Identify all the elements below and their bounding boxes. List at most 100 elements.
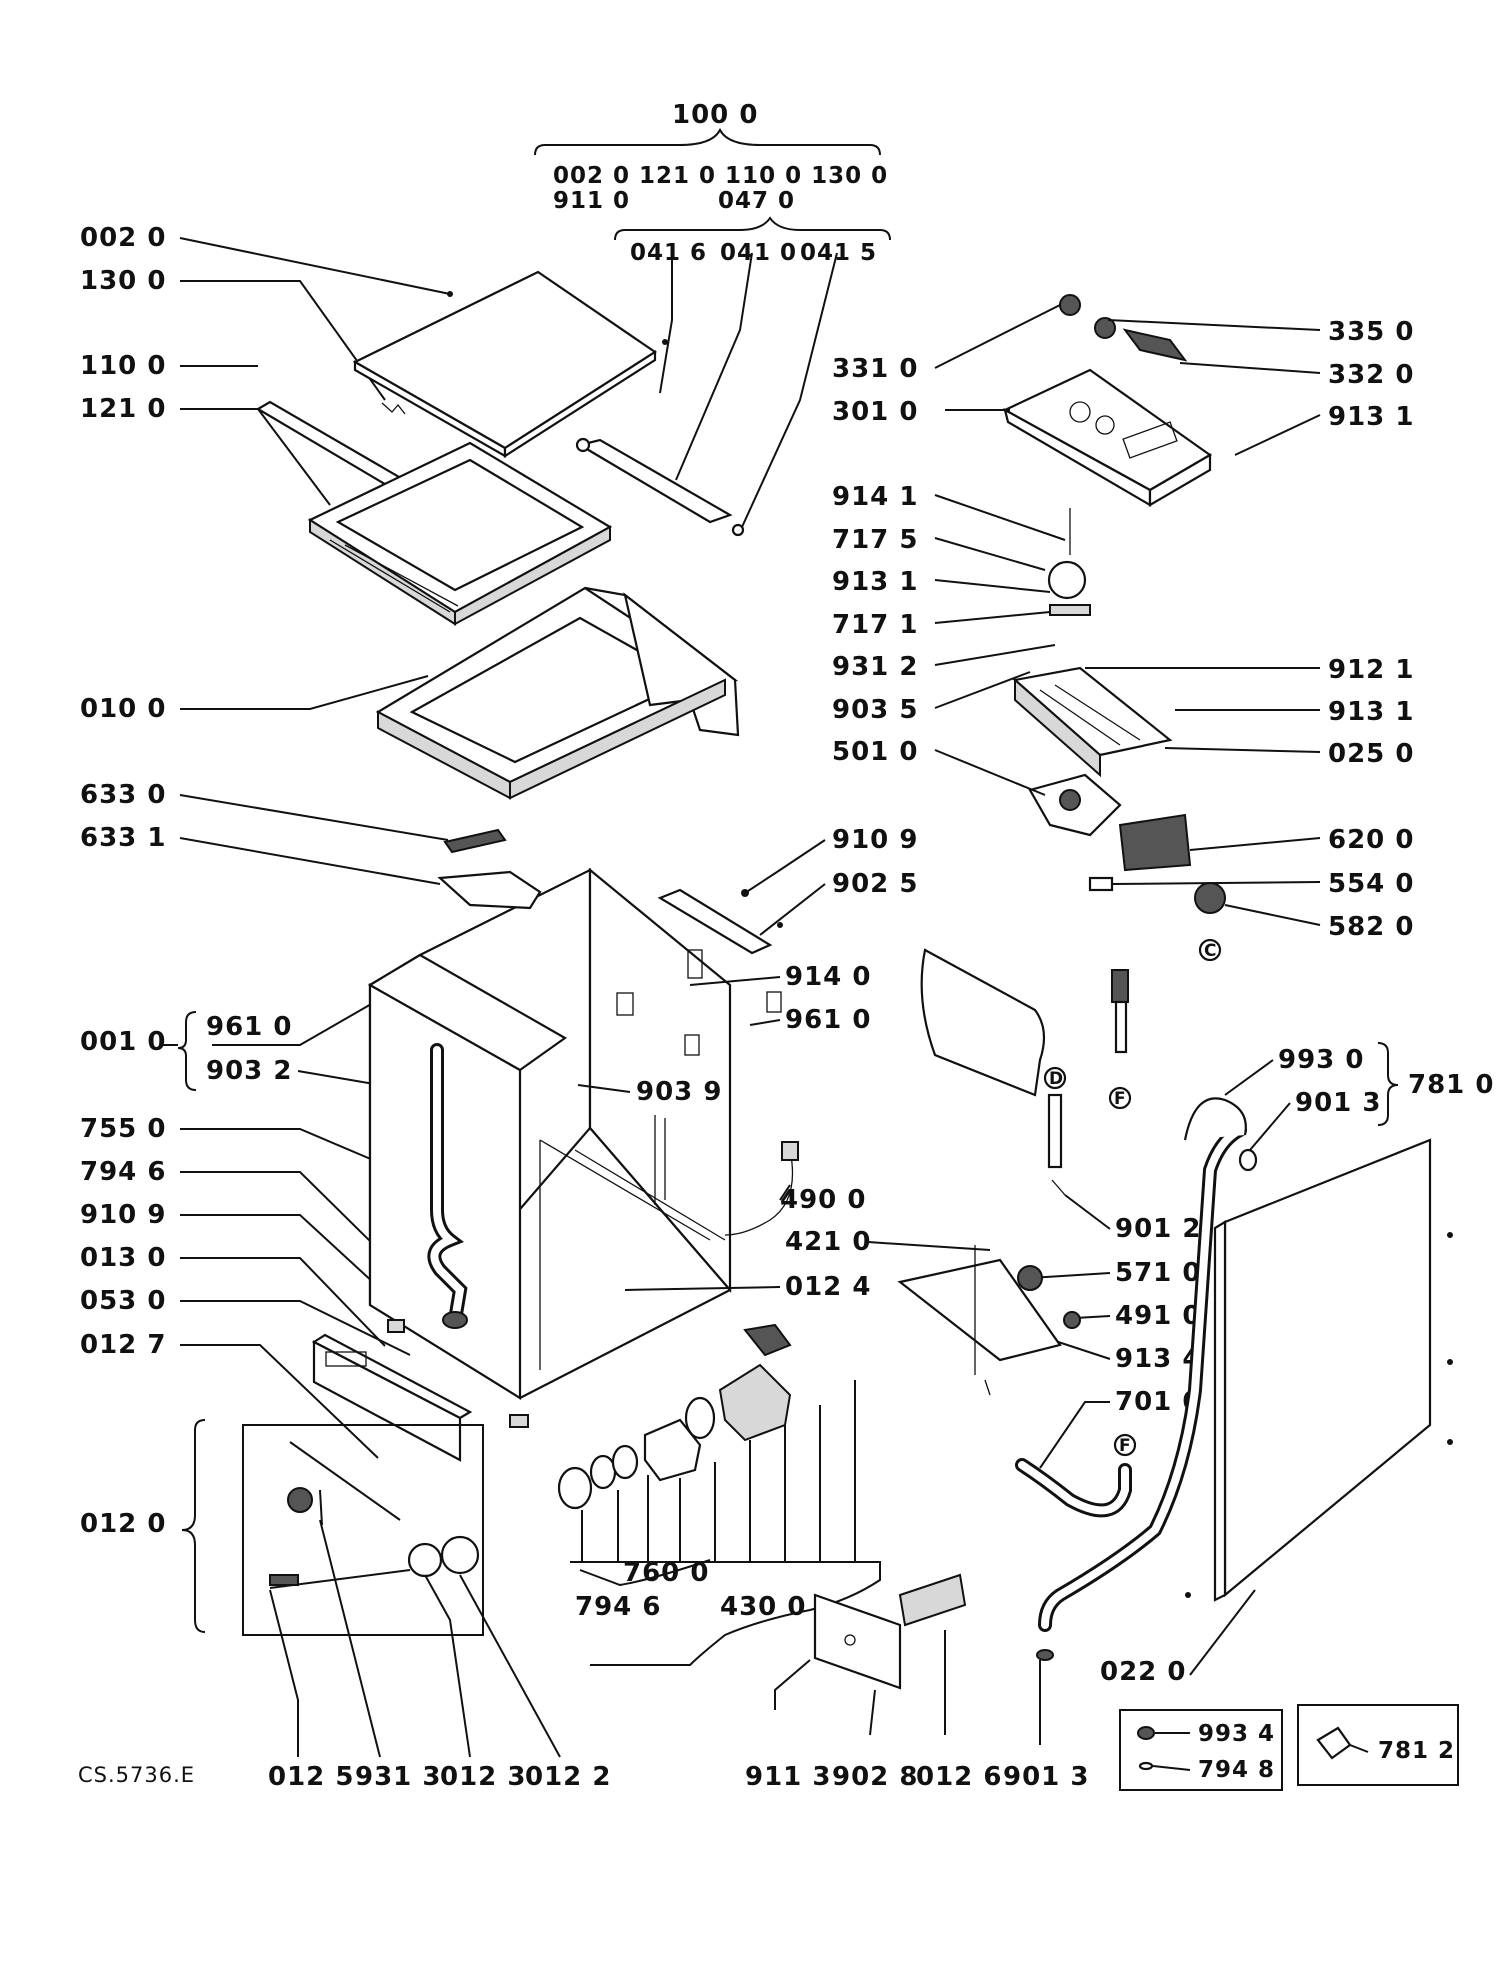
panel-display [1122, 421, 1178, 459]
assembly-brace [534, 127, 881, 156]
leader-line [934, 749, 1046, 796]
assembly-contents-row2b: 047 0 [718, 188, 795, 214]
label-913-1-a: 913 1 [832, 567, 918, 597]
leader-line [759, 883, 826, 936]
label-903-2: 903 2 [206, 1056, 292, 1086]
leader-line [1074, 1315, 1111, 1319]
pump-filter-housing [643, 1418, 702, 1482]
leader-line [867, 1241, 991, 1251]
leader-line [179, 837, 441, 885]
label-910-9-a: 910 9 [80, 1200, 166, 1230]
assembly-contents-row1: 002 0 121 0 110 0 130 0 [553, 163, 888, 189]
pump-connector [743, 1323, 792, 1357]
label-901-3-a: 901 3 [1295, 1088, 1381, 1118]
lower-bracket-plate [813, 1593, 902, 1690]
leader-line [744, 839, 826, 894]
label-993-0: 993 0 [1278, 1045, 1364, 1075]
legend-frame-1 [1119, 1709, 1283, 1791]
lid-frame-ridge [329, 539, 459, 613]
inlet-valve [1111, 969, 1129, 1003]
rear-panel-screw [1185, 1592, 1191, 1598]
label-130-0: 130 0 [80, 266, 166, 296]
leader-line [577, 1084, 631, 1093]
service-panel [920, 948, 1046, 1097]
leader-line [180, 675, 429, 710]
pump-leader-lines [581, 1380, 856, 1562]
legend-label-794-8: 794 8 [1198, 1757, 1275, 1783]
bracket-633-1 [437, 870, 542, 910]
rod [1047, 1093, 1063, 1169]
legend-dash [1152, 1765, 1191, 1771]
label-913-1-b: 913 1 [1328, 402, 1414, 432]
plinth-slot [325, 1351, 367, 1367]
label-902-5: 902 5 [832, 869, 918, 899]
pump-leader-760 [579, 1559, 711, 1587]
legend-icon-filled [1137, 1726, 1155, 1740]
label-332-0: 332 0 [1328, 360, 1414, 390]
label-025-0: 025 0 [1328, 739, 1414, 769]
label-912-1: 912 1 [1328, 655, 1414, 685]
group-001-brace [177, 1011, 197, 1091]
label-430-0: 430 0 [720, 1592, 806, 1622]
label-335-0: 335 0 [1328, 317, 1414, 347]
label-914-0: 914 0 [785, 962, 871, 992]
lower-bracket-tab [898, 1573, 967, 1627]
lid-rail-end-right [731, 523, 745, 537]
top-lid [352, 270, 668, 459]
lid-rail-end-left [575, 437, 591, 453]
legend-frame-2 [1297, 1704, 1459, 1786]
hose-group-brace [1377, 1042, 1399, 1126]
label-620-0: 620 0 [1328, 825, 1414, 855]
label-110-0: 110 0 [80, 351, 166, 381]
bracket-plate [897, 1258, 1062, 1362]
switch-nut [1063, 1311, 1081, 1329]
panel-knob-hole [1095, 415, 1115, 435]
center-leader-lines [577, 839, 1111, 1469]
hose-leader-lines [1224, 1059, 1291, 1151]
plinth [311, 1333, 473, 1462]
hose-clamp [442, 1311, 468, 1329]
top-lid-pin [662, 339, 668, 345]
leader-line [180, 1344, 379, 1459]
label-903-9: 903 9 [636, 1077, 722, 1107]
inset-rod [289, 1441, 401, 1521]
label-633-0: 633 0 [80, 780, 166, 810]
label-633-1: 633 1 [80, 823, 166, 853]
label-012-5: 012 5 [268, 1762, 354, 1792]
legend-icon-connector [1316, 1726, 1352, 1760]
programmer-stack: C [1012, 508, 1226, 962]
rear-panel-screw [1447, 1359, 1453, 1365]
legend-box-1: 993 4 794 8 [1119, 1709, 1283, 1791]
cabinet-foot [509, 1414, 529, 1428]
outlet-hose-core [1041, 1126, 1244, 1629]
mains-cable [724, 1149, 794, 1236]
pump-cap [557, 1466, 593, 1510]
label-331-0: 331 0 [832, 354, 918, 384]
leader-line [1111, 881, 1321, 885]
leader-line [1224, 904, 1321, 926]
leader-line [180, 1300, 411, 1356]
plinth-face [312, 1340, 462, 1462]
label-491-0: 491 0 [1115, 1301, 1201, 1331]
label-571-0: 571 0 [1115, 1258, 1201, 1288]
rear-panel [1185, 1138, 1453, 1676]
inlet-filter: F [1108, 969, 1132, 1110]
label-121-0: 121 0 [80, 394, 166, 424]
label-901-3-b: 901 3 [1003, 1762, 1089, 1792]
lid-rail [575, 250, 838, 537]
inset-wheel [287, 1487, 313, 1513]
label-931-3: 931 3 [355, 1762, 441, 1792]
pressure-switch [1017, 1265, 1043, 1291]
top-lid-panel [352, 270, 657, 450]
programmer-traces [1039, 684, 1141, 746]
label-012-6: 012 6 [916, 1762, 1002, 1792]
leader-line [934, 671, 1031, 709]
label-902-8: 902 8 [832, 1762, 918, 1792]
leader-line [749, 1019, 781, 1026]
legend-label-781-2: 781 2 [1378, 1738, 1455, 1764]
label-001-0: 001 0 [80, 1027, 166, 1057]
legend-label-993-4: 993 4 [1198, 1721, 1275, 1747]
leader-line [1029, 1272, 1111, 1279]
marker-f-top [1108, 1086, 1132, 1110]
leader-line [297, 1070, 381, 1086]
